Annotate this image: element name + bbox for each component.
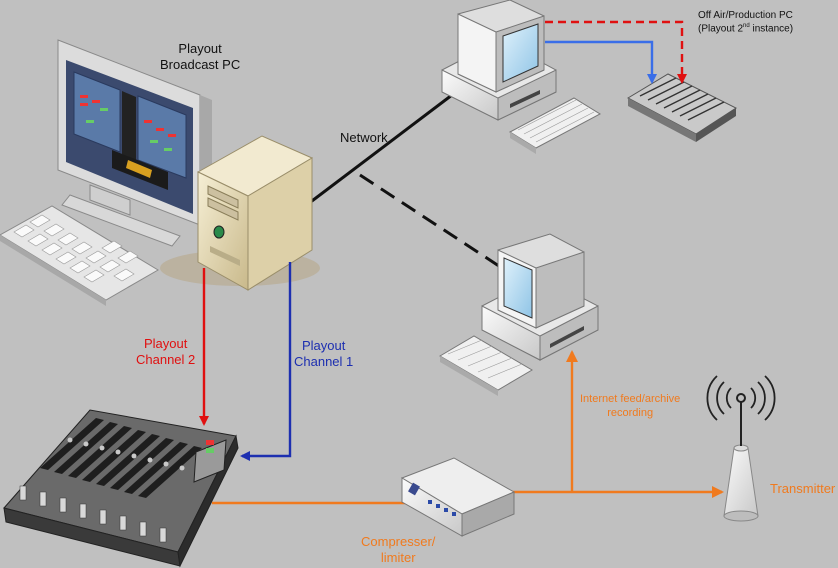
transmitter-label: Transmitter <box>770 481 836 496</box>
playout-channel-1-label: Playout Channel 1 <box>294 338 354 370</box>
network-lines <box>299 93 503 270</box>
broadcast-tower <box>196 135 314 291</box>
audio-chain <box>212 350 724 505</box>
main-mixer <box>3 409 239 568</box>
broadcast-keyboard <box>0 205 159 306</box>
playout-channel-lines <box>199 262 292 461</box>
recording-pc <box>439 233 599 396</box>
playout-channel-2-label: Playout Channel 2 <box>136 336 196 368</box>
broadcast-monitor <box>57 39 320 286</box>
off-air-pc-label: Off Air/Production PC (Playout 2nd insta… <box>698 10 794 34</box>
small-mixer-links <box>545 20 687 84</box>
compressor-unit <box>400 457 516 537</box>
network-label: Network <box>340 130 388 145</box>
compressor-label: Compresser/ limiter <box>361 534 436 566</box>
broadcast-pc-label: Playout Broadcast PC <box>160 41 241 73</box>
internet-feed-label: Internet feed/archive recording <box>580 393 681 419</box>
off-air-pc <box>441 0 602 154</box>
transmitter-icon <box>706 375 776 522</box>
small-mixer <box>626 73 738 142</box>
